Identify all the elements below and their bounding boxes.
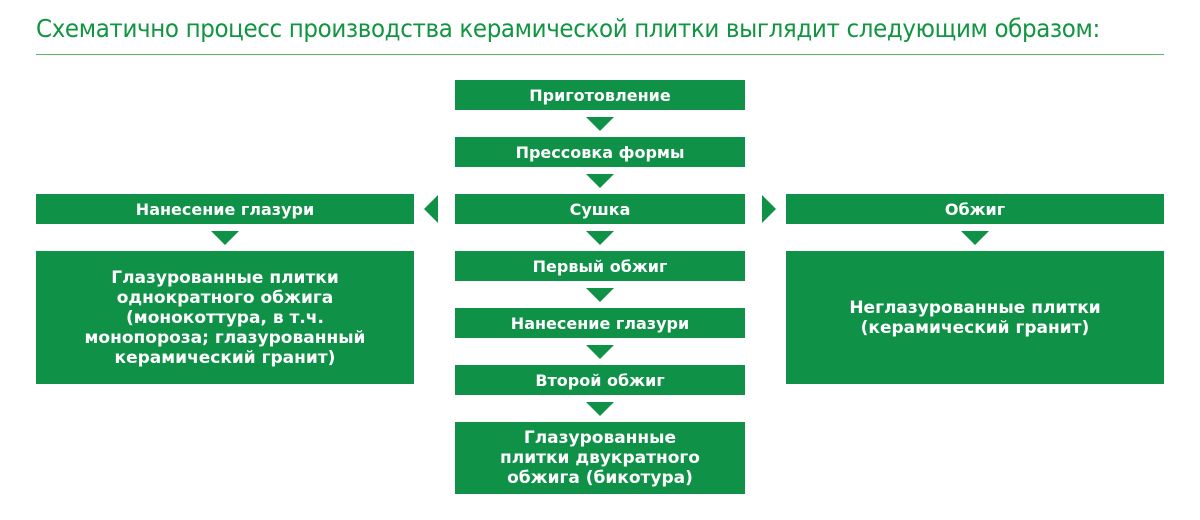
arrow-down-icon — [211, 231, 239, 245]
step-label: Нанесение глазури — [135, 199, 315, 219]
step-label: Сушка — [569, 199, 631, 219]
step-glazing: Нанесение глазури — [455, 308, 745, 338]
step-second-firing: Второй обжиг — [455, 365, 745, 395]
arrow-down-icon — [586, 231, 614, 245]
step-preparation: Приготовление — [455, 80, 745, 110]
arrow-left-icon — [424, 195, 438, 223]
right-step-firing: Обжиг — [786, 194, 1164, 224]
step-first-firing: Первый обжиг — [455, 251, 745, 281]
result-unglazed: Неглазурованные плитки (керамический гра… — [786, 251, 1164, 384]
title-underline — [36, 54, 1164, 55]
result-label: Глазурованные плитки однократного обжига… — [84, 267, 366, 368]
arrow-right-icon — [762, 195, 776, 223]
step-label: Обжиг — [944, 199, 1006, 219]
result-label: Неглазурованные плитки (керамический гра… — [849, 297, 1101, 338]
step-drying: Сушка — [455, 194, 745, 224]
arrow-down-icon — [586, 288, 614, 302]
arrow-down-icon — [586, 345, 614, 359]
arrow-down-icon — [586, 174, 614, 188]
step-label: Первый обжиг — [532, 256, 668, 276]
arrow-down-icon — [586, 402, 614, 416]
step-label: Приготовление — [529, 85, 671, 105]
step-label: Прессовка формы — [515, 142, 685, 162]
result-double-firing: Глазурованные плитки двукратного обжига … — [455, 422, 745, 494]
result-label: Глазурованные плитки двукратного обжига … — [500, 428, 700, 488]
left-step-glazing: Нанесение глазури — [36, 194, 414, 224]
step-label: Нанесение глазури — [510, 313, 690, 333]
step-pressing: Прессовка формы — [455, 137, 745, 167]
diagram-title: Схематично процесс производства керамиче… — [36, 14, 1100, 43]
arrow-down-icon — [586, 117, 614, 131]
result-single-firing: Глазурованные плитки однократного обжига… — [36, 251, 414, 384]
step-label: Второй обжиг — [535, 370, 665, 390]
arrow-down-icon — [961, 231, 989, 245]
